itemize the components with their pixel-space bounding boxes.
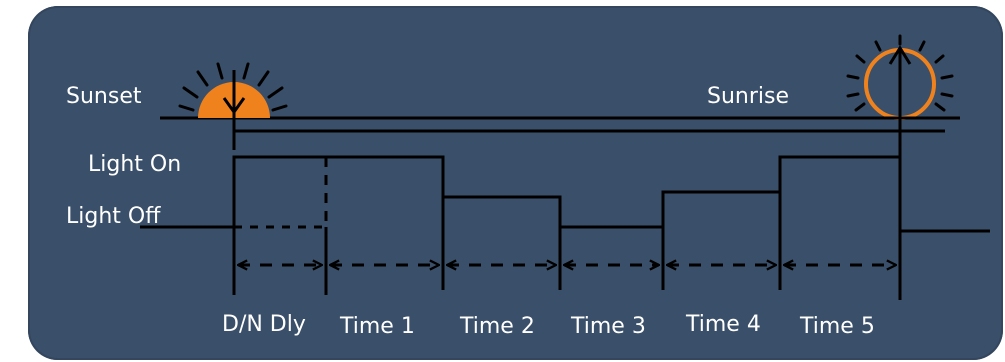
sunrise-label: Sunrise xyxy=(707,84,789,109)
interval-label-time-4: Time 4 xyxy=(685,312,761,337)
interval-label-time-3: Time 3 xyxy=(570,314,646,339)
interval-label-time-2: Time 2 xyxy=(459,314,535,339)
interval-label-dn-delay: D/N Dly xyxy=(222,312,306,337)
light-level-waveform xyxy=(140,155,990,233)
interval-label-time-5: Time 5 xyxy=(799,314,875,339)
light-on-label: Light On xyxy=(88,152,181,177)
sunrise-icon xyxy=(827,34,960,300)
interval-boundaries xyxy=(232,192,782,295)
interval-label-time-1: Time 1 xyxy=(339,314,415,339)
diagram-panel xyxy=(28,6,1003,360)
light-off-label: Light Off xyxy=(66,204,161,229)
sunset-label: Sunset xyxy=(66,84,142,109)
sunset-icon xyxy=(178,62,288,150)
